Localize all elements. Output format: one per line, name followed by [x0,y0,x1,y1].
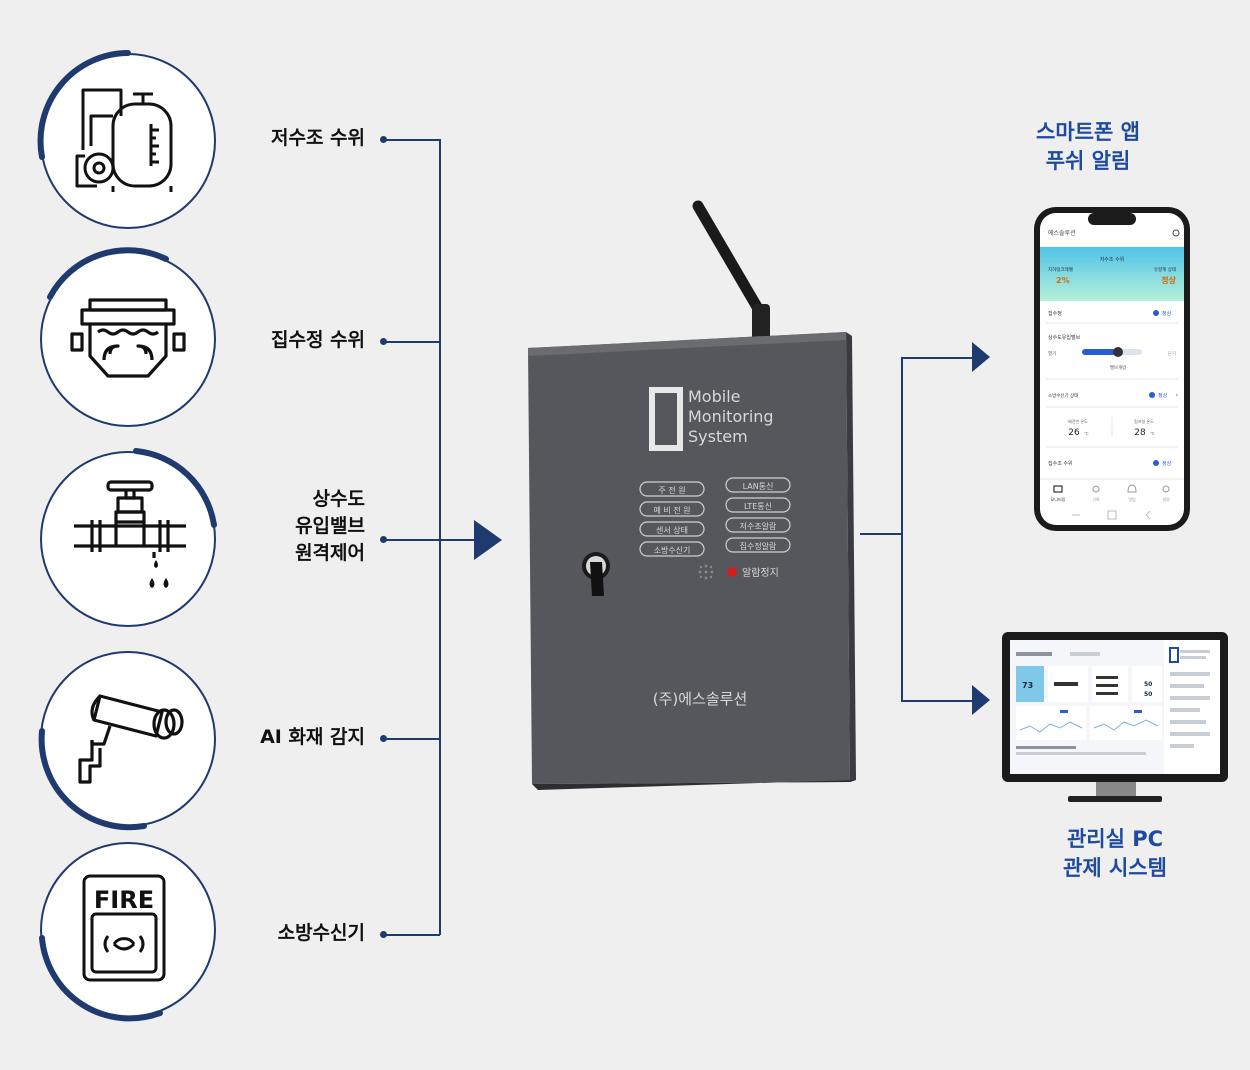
connector-line [386,139,440,141]
app-nav-history: 기록 [1092,496,1100,502]
connector-dot [380,338,387,345]
device-brand-line1: Mobile [688,387,740,406]
led-label-lte: LTE통신 [744,502,772,511]
pc-kpi1-value: 73 [1022,681,1033,690]
app-valve-caption: 밸브개방 [1110,364,1127,371]
output-arrow-icon [972,685,990,715]
smartphone-title-line1: 스마트폰 앱 [1036,120,1140,144]
device-brand-line2: Monitoring [688,407,774,426]
connector-bus [439,139,441,935]
led-label-fire-receiver: 소방수신기 [654,545,691,555]
app-temp2-unit: ℃ [1150,431,1155,436]
source-label-valve-line1: 상수도 [312,488,365,510]
connector-bus [901,357,903,701]
connector-line [386,934,440,936]
connector-line [901,700,973,702]
app-temp1-value: 26 [1068,428,1080,438]
svg-text:›: › [1176,392,1178,399]
fire-alarm-receiver-icon: FIRE [82,874,166,982]
source-circle-water-tank [40,53,216,229]
pc-kpi3-value: 50 [1144,691,1152,698]
sump-pit-icon [70,298,186,378]
app-temp2-label: 펌프실 온도 [1134,418,1154,424]
source-arc-water-tank [37,50,131,160]
source-label-valve: 상수도 유입밸브 원격제어 [295,486,365,567]
device-company: (주)에스솔루션 [653,690,748,708]
pc-title-line1: 관리실 PC [1066,827,1164,851]
device-brand-line3: System [688,427,748,446]
connector-line [860,533,902,535]
app-fire-row: 소방수신기 상태 [1048,392,1078,399]
app-left-caption: 지하탱크레벨 [1048,266,1073,273]
led-label-backup-power: 예 비 전 원 [653,505,690,515]
app-valve-close: 닫기 [1168,350,1176,357]
app-valve-title: 상수도유입밸브 [1048,334,1081,341]
app-temp2-value: 28 [1134,428,1146,438]
alarm-stop-led [727,567,737,577]
app-tank-title: 저수조 수위 [1100,256,1125,263]
smartphone-title: 스마트폰 앱 푸쉬 알림 [1013,118,1163,176]
source-label-valve-line2: 유입밸브 [295,515,365,537]
connector-dot [380,931,387,938]
cctv-camera-icon [78,694,184,784]
led-label-sensor: 센서 상태 [656,525,688,535]
led-label-sump-alarm: 집수정알람 [740,541,777,551]
source-arc-fire [39,935,163,1022]
app-left-value: 2% [1056,276,1070,285]
app-row-sump: 집수정 [1048,310,1062,317]
smartphone-title-line2: 푸쉬 알림 [1045,149,1131,173]
app-right-caption: 유량계 상태 [1154,266,1176,273]
water-valve-icon [74,480,186,588]
app-row-tank-status: 정상 [1162,460,1172,467]
connector-line [901,357,973,359]
app-right-value: 정상 [1161,275,1176,285]
led-label-tank-alarm: 저수조알람 [740,521,777,531]
app-row-tank: 집수조 수위 [1048,460,1073,467]
connector-dot [380,536,387,543]
source-circle-valve [40,451,216,627]
app-row-sump-status: 정상 [1162,310,1172,317]
source-arc-valve [133,448,217,528]
app-fire-status: 정상 [1158,392,1168,399]
key-switch [582,552,610,596]
source-label-water-tank: 저수조 수위 [270,127,365,149]
app-temp1-label: 배전반 온도 [1068,418,1088,424]
led-label-lan: LAN통신 [743,482,774,491]
connector-line [386,738,440,740]
pc-kpi2-value: 50 [1144,681,1152,688]
speaker-grille [698,564,714,580]
app-header: 에스솔루션 [1048,229,1076,237]
output-arrow-icon [972,342,990,372]
source-label-valve-line3: 원격제어 [295,542,365,564]
app-nav-monitoring: 모니터링 [1051,496,1066,502]
input-arrow-icon [474,520,502,560]
app-nav-settings: 설정 [1162,496,1170,502]
app-nav-alerts: 알림 [1128,496,1136,502]
fire-icon-text: FIRE [94,886,154,914]
connector-line [386,539,476,541]
pc-title: 관리실 PC 관제 시스템 [1040,825,1190,883]
source-circle-sump [40,251,216,427]
connector-dot [380,136,387,143]
antenna [692,200,770,342]
alarm-stop-label: 알람정지 [742,566,779,579]
source-arc-camera [38,728,147,831]
led-label-main-power: 주 전 원 [658,485,685,495]
pc-monitor-mockup: 73 50 50 [1002,632,1228,802]
connector-line [386,341,440,343]
app-valve-open: 열기 [1048,350,1056,357]
app-temp1-unit: ℃ [1084,431,1089,436]
smartphone-mockup: 에스솔루션 저수조 수위 지하탱크레벨 2% 유량계 상태 정상 집수정 정상 … [1034,207,1190,531]
source-arc-sump [47,247,169,300]
source-label-sump: 집수정 수위 [270,329,365,351]
monitoring-device: Mobile Monitoring System 주 전 원 예 비 전 원 센… [528,200,856,790]
connector-dot [380,735,387,742]
source-label-camera: AI 화재 감지 [260,726,365,748]
pc-title-line2: 관제 시스템 [1063,856,1167,880]
source-label-fire: 소방수신기 [277,922,365,944]
water-tank-pump-icon [75,88,173,192]
